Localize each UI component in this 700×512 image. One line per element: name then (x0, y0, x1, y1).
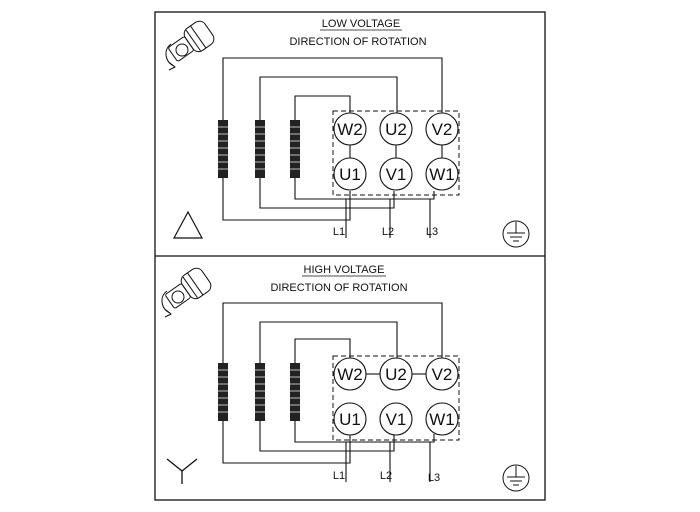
terminal-w2: W2 (337, 365, 363, 384)
terminal-u2: U2 (385, 120, 407, 139)
star-connection-icon (166, 458, 198, 484)
panel-subtitle: DIRECTION OF ROTATION (289, 36, 426, 48)
panel-title: LOW VOLTAGE (322, 18, 400, 30)
winding-blocks (218, 363, 300, 421)
terminal-box (332, 110, 460, 196)
panel-high-voltage: HIGH VOLTAGE DIRECTION OF ROTATION (161, 264, 530, 492)
delta-connection-icon (172, 210, 204, 239)
winding-blocks (218, 120, 300, 178)
delta-links (349, 145, 443, 158)
terminal-box (332, 355, 460, 441)
line-label-l1: L1 (333, 470, 345, 482)
winding-wires (222, 57, 443, 238)
line-label-l3: L3 (428, 472, 440, 484)
earth-ground-icon (502, 220, 530, 248)
earth-ground-icon (502, 464, 530, 492)
line-label-l3: L3 (426, 226, 438, 238)
terminal-v1: V1 (386, 165, 407, 184)
terminal-u2: U2 (385, 365, 407, 384)
panel-title: HIGH VOLTAGE (304, 264, 385, 276)
terminal-w2: W2 (337, 120, 363, 139)
terminal-v1: V1 (386, 410, 407, 429)
terminal-w1: W1 (429, 165, 455, 184)
terminal-v2: V2 (432, 365, 453, 384)
rotation-direction-icon (161, 267, 212, 318)
terminal-w1: W1 (429, 410, 455, 429)
panel-subtitle: DIRECTION OF ROTATION (270, 282, 407, 294)
panel-low-voltage: LOW VOLTAGE DIRECTION OF ROTATION (165, 18, 530, 248)
terminal-u1: U1 (339, 165, 361, 184)
rotation-direction-icon (165, 20, 215, 71)
terminal-u1: U1 (339, 410, 361, 429)
line-label-l2: L2 (382, 226, 394, 238)
winding-wires (222, 302, 443, 482)
line-label-l2: L2 (380, 470, 392, 482)
line-label-l1: L1 (333, 226, 345, 238)
terminal-v2: V2 (432, 120, 453, 139)
